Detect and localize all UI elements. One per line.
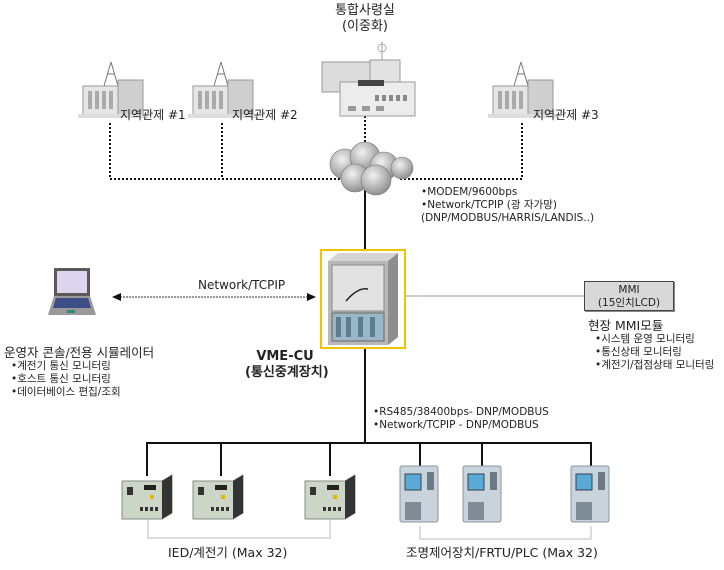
regional-building-icon (488, 61, 558, 118)
mmi-item: •시스템 운영 모니터링 (595, 333, 695, 345)
hq-title: 통합사령실 (335, 3, 395, 18)
hq-subtitle: (이중화) (341, 19, 389, 34)
wan-note: •MODEM/9600bps (421, 186, 518, 198)
field-bus (146, 442, 592, 458)
mmi-box-line1: MMI (618, 284, 640, 296)
mmi-title: 현장 MMI모듈 (588, 318, 664, 333)
console-item: •계전기 통신 모니터링 (11, 360, 111, 372)
console-block: 운영자 콘솔/전용 시뮬레이터 •계전기 통신 모니터링 •호스트 통신 모니터… (4, 345, 154, 399)
arrow-left-icon (112, 293, 121, 301)
console-link-label: Network/TCPIP (198, 278, 286, 292)
wan-note: •Network/TCPIP (광 자가망) (421, 199, 557, 211)
vme-cabinet-icon (328, 253, 398, 345)
hq-label: 통합사령실 (이중화) (300, 3, 430, 35)
ied-relay-icon (304, 474, 356, 520)
ctrl-group-bracket (419, 526, 592, 540)
mmi-box-line2: (15인치LCD) (597, 297, 661, 309)
ied-group-label: IED/계전기 (Max 32) (168, 545, 288, 560)
wan-notes: •MODEM/9600bps •Network/TCPIP (광 자가망) (D… (421, 186, 594, 225)
wan-note: (DNP/MODBUS/HARRIS/LANDIS..) (421, 212, 595, 224)
field-note: •Network/TCPIP - DNP/MODBUS (373, 419, 539, 431)
vme-label: VME-CU (통신중계장치) (245, 349, 329, 381)
vme-title: VME-CU (256, 349, 314, 364)
regional-label-3: 지역관제 #3 (533, 108, 599, 122)
control-cabinet-icon (399, 465, 439, 523)
regional-building-icon (188, 61, 258, 118)
control-cabinet-icon (570, 465, 610, 523)
mmi-item: •계전기/접점상태 모니터링 (595, 359, 715, 371)
regional-label-2: 지역관제 #2 (232, 108, 298, 122)
control-cabinet-icon (462, 465, 502, 523)
arrow-right-icon (307, 293, 316, 301)
hq-building-icon (321, 42, 416, 117)
console-item: •호스트 통신 모니터링 (11, 373, 111, 385)
mmi-block: 현장 MMI모듈 •시스템 운영 모니터링 •통신상태 모니터링 •계전기/접점… (588, 318, 714, 372)
ied-relay-icon (192, 474, 244, 520)
link-regional-1 (109, 123, 345, 180)
console-item: •데이터베이스 편집/조회 (11, 386, 121, 398)
mmi-box: MMI (15인치LCD) (584, 281, 674, 311)
network-cloud-icon (329, 141, 414, 196)
regional-building-icon (78, 61, 148, 118)
ied-relay-icon (121, 474, 173, 520)
ied-group-bracket (147, 518, 331, 539)
vme-subtitle: (통신중계장치) (245, 365, 329, 380)
regional-label-1: 지역관제 #1 (120, 108, 186, 122)
field-note: •RS485/38400bps- DNP/MODBUS (373, 406, 549, 418)
link-regional-3 (400, 123, 523, 180)
mmi-item: •통신상태 모니터링 (595, 346, 682, 358)
vme-highlight-frame (320, 249, 406, 349)
field-notes: •RS485/38400bps- DNP/MODBUS •Network/TCP… (373, 406, 549, 432)
ctrl-group-label: 조명제어장치/FRTU/PLC (Max 32) (406, 545, 598, 560)
laptop-icon (48, 268, 96, 315)
console-title: 운영자 콘솔/전용 시뮬레이터 (4, 345, 155, 360)
